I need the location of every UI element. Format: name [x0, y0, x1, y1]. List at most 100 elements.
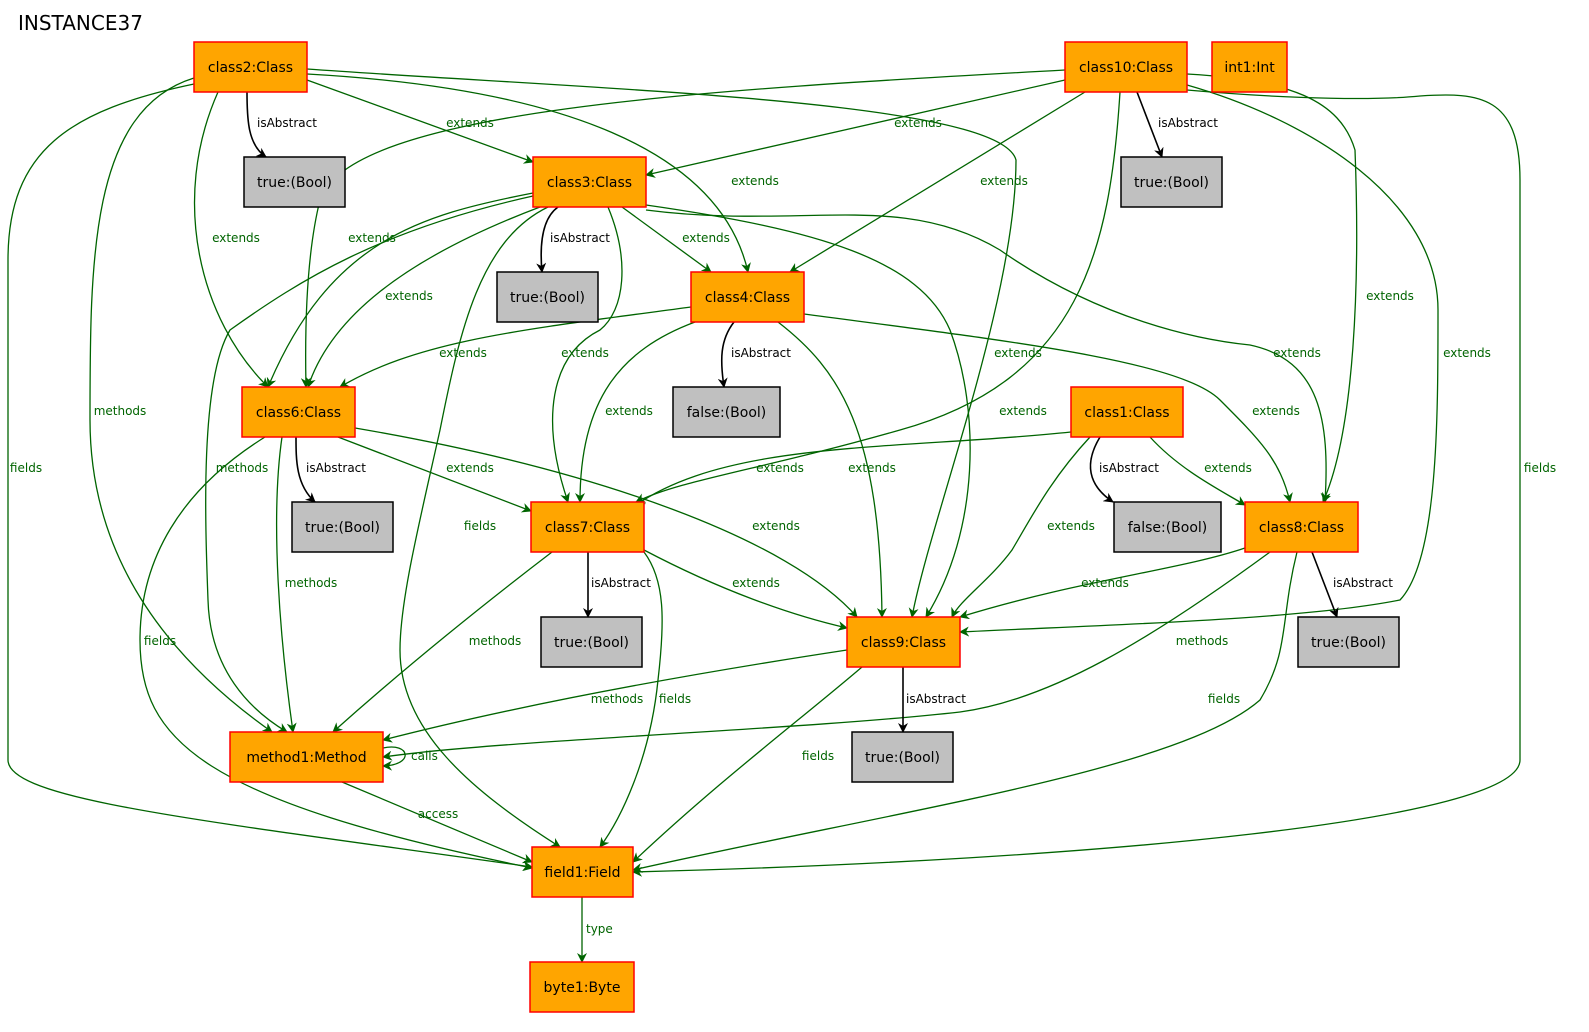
edge-e-c8-isabs	[1311, 551, 1339, 618]
edge-e-c3-c9	[645, 204, 971, 618]
node-class6[interactable]: class6:Class	[241, 386, 356, 438]
edge-label-e-c2-isabs: isAbstract	[257, 116, 317, 130]
edge-label-e-c3-c6b: extends	[385, 289, 433, 303]
node-box	[530, 501, 645, 553]
node-label: true:(Bool)	[865, 750, 940, 766]
edge-e-c8-m1	[382, 551, 1271, 761]
edge-label-e-c3-m1: methods	[216, 461, 269, 475]
edge-label-e-c9-f1: fields	[802, 749, 834, 763]
node-method1[interactable]: method1:Method	[229, 731, 384, 783]
edge-e-c7-c9	[643, 549, 848, 631]
node-box	[846, 616, 961, 668]
node-box	[1120, 156, 1223, 208]
node-label: true:(Bool)	[257, 175, 332, 191]
node-t-c8[interactable]: true:(Bool)	[1297, 616, 1400, 668]
node-byte1[interactable]: byte1:Byte	[529, 961, 635, 1013]
node-class4[interactable]: class4:Class	[690, 271, 805, 323]
node-label: class9:Class	[861, 635, 946, 651]
node-label: true:(Bool)	[554, 635, 629, 651]
node-label: byte1:Byte	[544, 980, 621, 996]
node-t-c10[interactable]: true:(Bool)	[1120, 156, 1223, 208]
edge-e-c3-c8	[645, 209, 1331, 503]
node-label: class1:Class	[1084, 405, 1169, 421]
node-label: class2:Class	[208, 60, 293, 76]
node-box	[851, 731, 954, 783]
node-class9[interactable]: class9:Class	[846, 616, 961, 668]
node-class2[interactable]: class2:Class	[193, 41, 308, 93]
node-class3[interactable]: class3:Class	[532, 156, 647, 208]
edge-e-c10-c8	[1186, 73, 1358, 503]
edge-e-c7-f1	[599, 551, 663, 848]
node-class10[interactable]: class10:Class	[1064, 41, 1188, 93]
edges-layer: isAbstract extends extends extends methods fi…	[7, 68, 1556, 963]
node-label: true:(Bool)	[1311, 635, 1386, 651]
edge-e-c4-c8	[803, 313, 1293, 503]
edge-e-c3-isabs	[536, 206, 559, 273]
edge-label-e-c10-c3: extends	[894, 116, 942, 130]
edge-label-e-c7-m1: methods	[469, 634, 522, 648]
edge-e-c4-c6	[339, 306, 692, 388]
edge-e-c3-f1	[399, 206, 561, 848]
node-t-c9[interactable]: true:(Bool)	[851, 731, 954, 783]
node-label: class4:Class	[705, 290, 790, 306]
node-label: false:(Bool)	[1128, 520, 1208, 536]
node-field1[interactable]: field1:Field	[531, 846, 634, 898]
edge-e-c6-c7	[337, 436, 532, 513]
edge-e-c6-m1	[275, 436, 297, 733]
node-box	[529, 961, 635, 1013]
edge-e-c8-c9	[959, 547, 1246, 620]
edge-label-e-c3-c9: extends	[999, 404, 1047, 418]
node-t-c2[interactable]: true:(Bool)	[243, 156, 346, 208]
edge-label-e-c7-f1: fields	[659, 692, 691, 706]
edge-label-e-c6-isabs: isAbstract	[306, 461, 366, 475]
node-t-c3[interactable]: true:(Bool)	[496, 271, 599, 323]
node-t-c6[interactable]: true:(Bool)	[291, 501, 394, 553]
edge-label-e-c9-isabs: isAbstract	[906, 692, 966, 706]
edge-label-e-c2-c6: extends	[212, 231, 260, 245]
node-box	[1297, 616, 1400, 668]
edge-label-e-c3-c4: extends	[682, 231, 730, 245]
edge-label-e-c10-isabs: isAbstract	[1158, 116, 1218, 130]
node-f-c4[interactable]: false:(Bool)	[672, 386, 781, 438]
edge-e-c2-c4	[306, 73, 751, 273]
node-label: true:(Bool)	[305, 520, 380, 536]
node-class7[interactable]: class7:Class	[530, 501, 645, 553]
edge-e-c9-m1	[382, 649, 848, 743]
edge-label-e-c4-c9: extends	[848, 461, 896, 475]
node-class8[interactable]: class8:Class	[1244, 501, 1359, 553]
edge-label-e-c2-f1: fields	[10, 461, 42, 475]
node-box	[1070, 386, 1184, 438]
edge-e-c10-c6	[300, 69, 1066, 388]
edge-label-e-c3-isabs: isAbstract	[550, 231, 610, 245]
edge-label-e-c2-m1: methods	[94, 404, 147, 418]
edge-e-c4-isabs	[717, 321, 735, 388]
edge-label-e-c3-c7: extends	[561, 346, 609, 360]
edge-e-c3-c4	[621, 206, 712, 273]
edge-label-e-m1-f1: access	[418, 807, 458, 821]
edge-e-c2-m1	[89, 77, 273, 733]
edge-label-e-c8-isabs: isAbstract	[1333, 576, 1393, 590]
nodes-layer: class2:Class class10:Class int1:Int true:(B…	[193, 41, 1400, 1013]
edge-label-e-c2-c3: extends	[446, 116, 494, 130]
edge-label-e-c10-c7: extends	[994, 346, 1042, 360]
edge-label-e-c6-m1: methods	[285, 576, 338, 590]
edge-e-c1-c8	[1149, 436, 1246, 506]
edge-e-c6-c9	[354, 427, 858, 618]
edge-e-c10-c9	[959, 84, 1439, 637]
edge-e-c4-c9	[777, 321, 887, 618]
node-t-c7[interactable]: true:(Bool)	[540, 616, 643, 668]
node-box	[672, 386, 781, 438]
edge-e-c9-f1	[632, 666, 863, 863]
edge-label-e-c7-isabs: isAbstract	[591, 576, 651, 590]
edge-e-c1-isabs	[1089, 436, 1114, 503]
node-class1[interactable]: class1:Class	[1070, 386, 1184, 438]
edge-e-c10-c4	[789, 91, 1086, 273]
node-int1[interactable]: int1:Int	[1211, 41, 1288, 93]
node-box	[1244, 501, 1359, 553]
node-box	[1113, 501, 1222, 553]
edge-label-e-c4-c6: extends	[439, 346, 487, 360]
edge-e-c10-c3	[645, 79, 1066, 178]
node-box	[1211, 41, 1288, 93]
node-f-c1[interactable]: false:(Bool)	[1113, 501, 1222, 553]
